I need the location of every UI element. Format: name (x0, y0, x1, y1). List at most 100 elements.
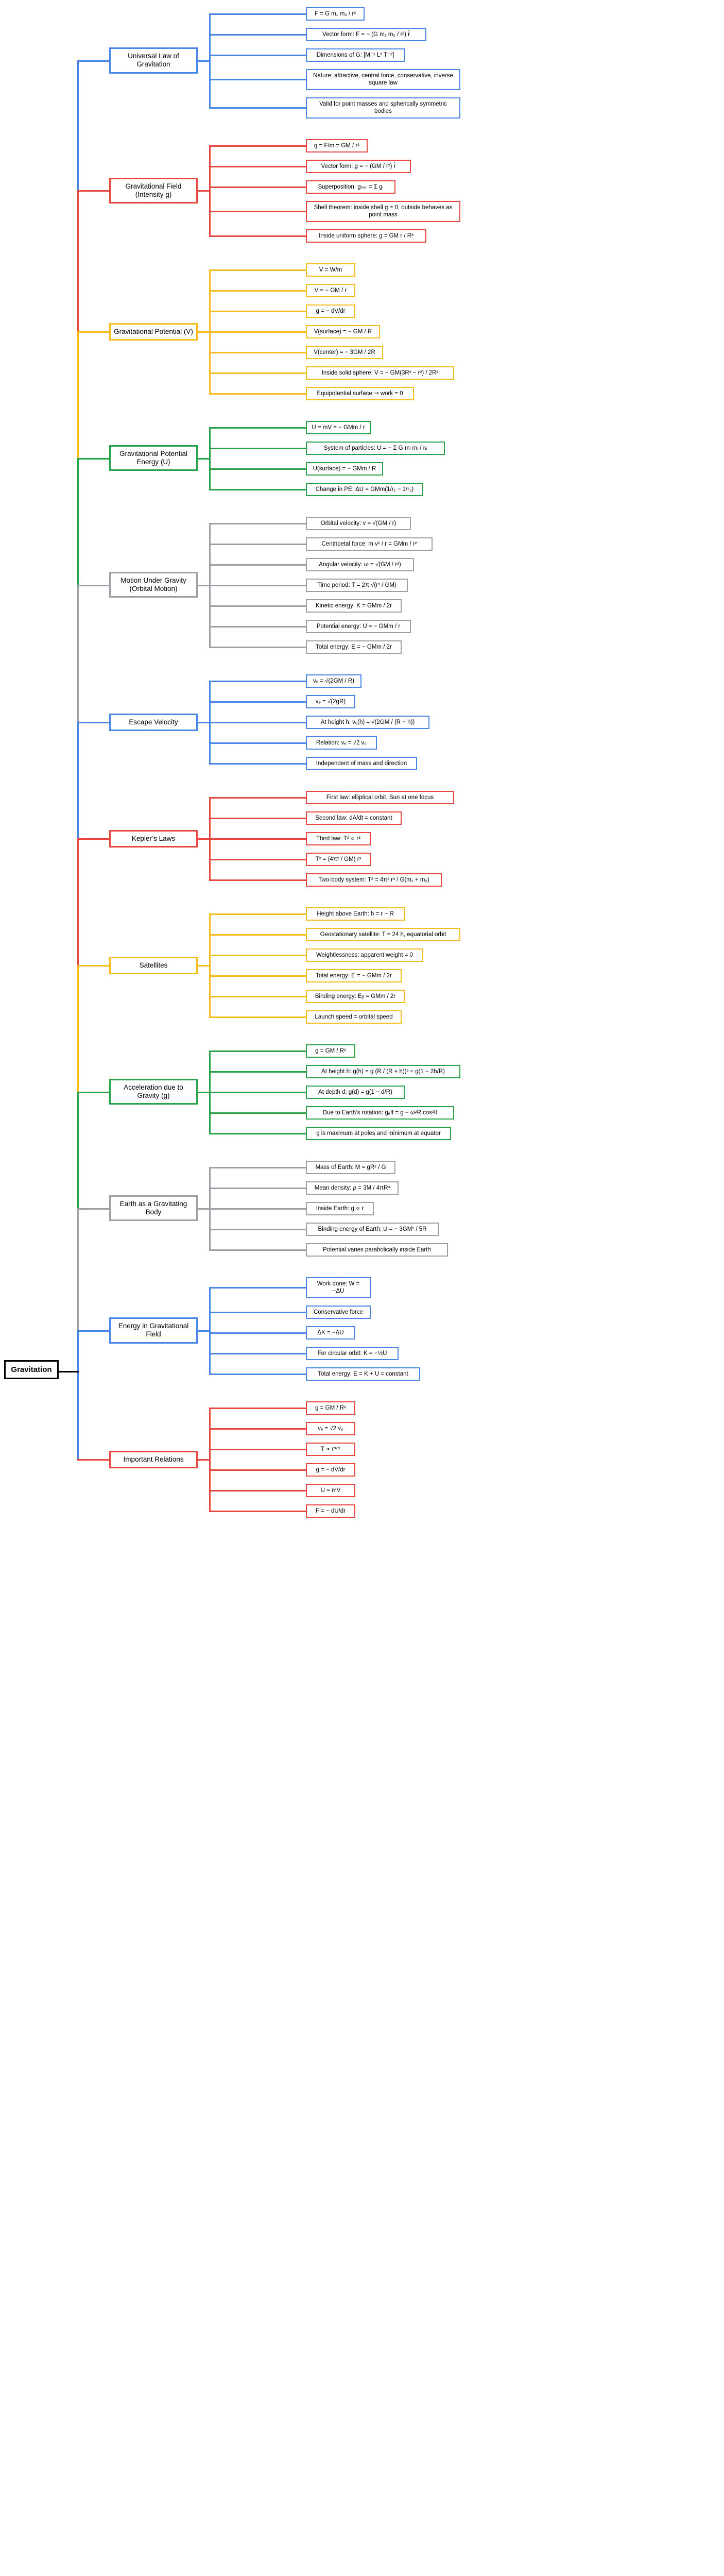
leaf-node[interactable]: V = W/m (306, 263, 355, 277)
leaf-connector (209, 269, 306, 271)
leaf-node[interactable]: System of particles: U = − Σ G mᵢ mⱼ / r… (306, 442, 445, 455)
leaf-node[interactable]: U = mV (306, 1484, 355, 1498)
leaf-node[interactable]: Orbital velocity: v = √(GM / r) (306, 517, 411, 531)
leaf-node[interactable]: Inside Earth: g ∝ r (306, 1202, 374, 1216)
leaf-node[interactable]: Launch speed = orbital speed (306, 1010, 402, 1024)
leaf-node[interactable]: Binding energy: Eᵦ = GMm / 2r (306, 990, 405, 1004)
leaf-node[interactable]: Geostationary satellite: T = 24 h, equat… (306, 928, 460, 942)
leaf-node[interactable]: U(surface) = − GMm / R (306, 462, 383, 476)
leaf-node[interactable]: Valid for point masses and spherically s… (306, 97, 460, 118)
leaf-node-label: Inside solid sphere: V = − GM(3R² − r²) … (321, 370, 439, 376)
leaf-node[interactable]: For circular orbit: K = −½U (306, 1347, 399, 1361)
leaf-node-label: Centripetal force: m v² / r = GMm / r² (321, 541, 417, 547)
leaf-node[interactable]: Total energy: E = K + U = constant (306, 1367, 420, 1381)
leaf-node[interactable]: F = G m₁ m₂ / r² (306, 7, 365, 21)
leaf-node[interactable]: vₑ = √2 v₀ (306, 1422, 355, 1436)
leaf-node[interactable]: At height h: vₑ(h) = √(2GM / (R + h)) (306, 716, 429, 730)
leaf-node[interactable]: Change in PE: ΔU = GMm(1/r₁ − 1/r₂) (306, 483, 423, 497)
leaf-node[interactable]: At depth d: g(d) = g(1 − d/R) (306, 1086, 405, 1099)
leaf-node[interactable]: Total energy: E = − GMm / 2r (306, 969, 402, 983)
leaf-node[interactable]: Independent of mass and direction (306, 757, 417, 771)
leaf-node[interactable]: g = − dV/dr (306, 1463, 355, 1477)
branch-node-gravitational-potential-v[interactable]: Gravitational Potential (V) (109, 323, 198, 341)
root-spine-segment (77, 1209, 79, 1331)
leaf-node[interactable]: g = F/m = GM / r² (306, 139, 368, 153)
leaf-node[interactable]: At height h: g(h) = g (R / (R + h))² ≈ g… (306, 1065, 460, 1079)
leaf-node-label: Potential energy: U = − GMm / r (316, 623, 401, 630)
branch-node-universal-law-of-gravitation[interactable]: Universal Law of Gravitation (109, 47, 198, 74)
leaf-node[interactable]: Binding energy of Earth: U = − 3GM² / 5R (306, 1223, 439, 1236)
leaf-node[interactable]: g is maximum at poles and minimum at equ… (306, 1127, 451, 1141)
leaf-node[interactable]: Due to Earth’s rotation: gₑff = g − ω²R … (306, 1106, 454, 1120)
branch-node-gravitational-field-intensity-g[interactable]: Gravitational Field (Intensity g) (109, 177, 198, 204)
leaf-connector (209, 1287, 306, 1289)
leaf-connector (209, 762, 306, 765)
leaf-node[interactable]: Equipotential surface ⇒ work = 0 (306, 387, 414, 401)
leaf-node[interactable]: Nature: attractive, central force, conse… (306, 69, 460, 90)
leaf-node[interactable]: Superposition: gₙₑₜ = Σ gᵢ (306, 180, 395, 194)
branch-node-energy-in-gravitational-field[interactable]: Energy in Gravitational Field (109, 1317, 198, 1344)
leaf-connector (209, 1373, 306, 1375)
leaf-node[interactable]: F = − dU/dr (306, 1504, 355, 1518)
leaf-node[interactable]: Kinetic energy: K = GMm / 2r (306, 599, 402, 613)
leaf-node[interactable]: Vector form: F = − (G m₁ m₂ / r²) r̂ (306, 28, 426, 42)
branch-node-escape-velocity[interactable]: Escape Velocity (109, 713, 198, 731)
branch-to-spine-connector (198, 1091, 211, 1093)
leaf-node[interactable]: Angular velocity: ω = √(GM / r³) (306, 558, 414, 572)
leaf-node[interactable]: Two-body system: T² = 4π² r³ / G(m₁ + m₂… (306, 873, 442, 887)
leaf-node[interactable]: Dimensions of G: [M⁻¹ L³ T⁻²] (306, 48, 405, 62)
leaf-node[interactable]: Work done: W = −ΔU (306, 1277, 371, 1298)
leaf-node[interactable]: g = − dV/dr (306, 304, 355, 318)
leaf-node[interactable]: T² = (4π² / GM) r³ (306, 853, 371, 867)
leaf-node-label: For circular orbit: K = −½U (317, 1350, 387, 1357)
root-spine-segment (77, 585, 79, 722)
leaf-node-label: Mean density: ρ = 3M / 4πR³ (314, 1185, 390, 1191)
leaf-node[interactable]: Total energy: E = − GMm / 2r (306, 640, 402, 654)
leaf-node[interactable]: Vector form: g = − (GM / r²) r̂ (306, 160, 411, 174)
branch-node-gravitational-potential-energy-u[interactable]: Gravitational Potential Energy (U) (109, 445, 198, 471)
leaf-node[interactable]: V = − GM / r (306, 284, 355, 298)
leaf-node-label: g is maximum at poles and minimum at equ… (316, 1130, 441, 1137)
leaf-node[interactable]: V(surface) = − GM / R (306, 325, 380, 339)
leaf-node[interactable]: Mean density: ρ = 3M / 4πR³ (306, 1181, 399, 1195)
branch-node-satellites[interactable]: Satellites (109, 956, 198, 974)
leaf-node[interactable]: Potential varies parabolically inside Ea… (306, 1243, 448, 1257)
leaf-node[interactable]: U = mV = − GMm / r (306, 421, 371, 435)
leaf-node[interactable]: Shell theorem: inside shell g = 0, outsi… (306, 201, 460, 222)
leaf-connector (209, 1091, 306, 1093)
leaf-node[interactable]: ΔK = −ΔU (306, 1326, 355, 1340)
leaf-node[interactable]: Conservative force (306, 1306, 371, 1319)
leaf-connector (209, 701, 306, 703)
branch-node-acceleration-due-to-gravity-g[interactable]: Acceleration due to Gravity (g) (109, 1079, 198, 1105)
leaf-node[interactable]: First law: elliptical orbit, Sun at one … (306, 791, 454, 805)
leaf-node-label: System of particles: U = − Σ G mᵢ mⱼ / r… (323, 445, 427, 451)
leaf-node[interactable]: Potential energy: U = − GMm / r (306, 620, 411, 634)
leaf-node[interactable]: V(center) = − 3GM / 2R (306, 346, 383, 360)
leaf-node[interactable]: Third law: T² ∝ r³ (306, 832, 371, 846)
branch-node-motion-under-gravity-orbital-motion[interactable]: Motion Under Gravity (Orbital Motion) (109, 572, 198, 598)
branch-node-keplers-laws[interactable]: Kepler’s Laws (109, 829, 198, 848)
leaf-node[interactable]: Time period: T = 2π √(r³ / GM) (306, 579, 408, 592)
branch-node-important-relations[interactable]: Important Relations (109, 1450, 198, 1468)
leaf-connector (209, 310, 306, 312)
leaf-node[interactable]: vₑ = √(2GM / R) (306, 674, 361, 688)
leaf-node[interactable]: g = GM / R² (306, 1401, 355, 1415)
branch-node-earth-as-a-gravitating-body[interactable]: Earth as a Gravitating Body (109, 1195, 198, 1222)
leaf-node[interactable]: T ∝ r³ᐟ² (306, 1443, 355, 1456)
leaf-node[interactable]: Second law: dA/dt = constant (306, 811, 402, 825)
leaf-node[interactable]: vₑ = √(2gR) (306, 695, 355, 709)
leaf-node-label: vₑ = √(2gR) (315, 699, 346, 705)
leaf-node[interactable]: Weightlessness: apparent weight = 0 (306, 948, 423, 962)
leaf-node[interactable]: Mass of Earth: M = gR² / G (306, 1161, 395, 1175)
leaf-node[interactable]: Inside uniform sphere: g = GM r / R³ (306, 229, 426, 243)
leaf-node[interactable]: Height above Earth: h = r − R (306, 907, 405, 921)
root-to-branch-connector (77, 1459, 111, 1461)
leaf-connector (209, 721, 306, 723)
leaf-node[interactable]: Centripetal force: m v² / r = GMm / r² (306, 537, 433, 551)
root-to-branch-connector (77, 190, 111, 192)
leaf-node[interactable]: Relation: vₑ = √2 v₀ (306, 736, 377, 750)
root-node-gravitation[interactable]: Gravitation (4, 1360, 59, 1380)
leaf-node[interactable]: g = GM / R² (306, 1044, 355, 1058)
leaf-connector (209, 1166, 306, 1168)
leaf-node[interactable]: Inside solid sphere: V = − GM(3R² − r²) … (306, 366, 454, 380)
